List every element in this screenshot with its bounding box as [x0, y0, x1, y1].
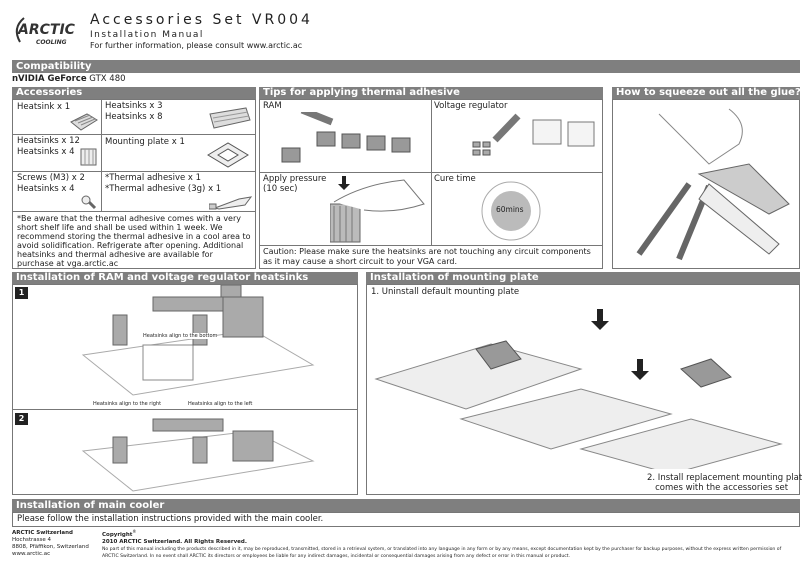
compatibility-heading: Compatibility	[12, 60, 800, 73]
accessory-heatsinks-12: Heatsinks x 12	[17, 136, 80, 146]
align-left-label: Heatsinks align to the left	[188, 401, 253, 407]
tip-pressure-label: Apply pressure(10 sec)	[263, 174, 327, 194]
heatsink-small-icon	[80, 148, 97, 166]
mounting-panel: 1. Uninstall default mounting plate 2. I…	[366, 284, 802, 495]
doc-title: Accessories Set VR004	[90, 12, 313, 28]
ram-illustration	[281, 112, 411, 163]
accessory-overlay-text: Heatsinks x 4	[17, 184, 75, 194]
mounting-plate-icon	[207, 142, 249, 168]
heatsink-large-icon	[209, 107, 251, 129]
step-1-badge: 1	[15, 287, 28, 299]
mounting-step1-text: 1. Uninstall default mounting plate	[371, 287, 520, 297]
ram-install-panel: 1 2 Heatsinks align to the bottom Heatsi…	[12, 284, 358, 495]
brand: nVIDIA GeForce	[12, 74, 87, 84]
tip-cure-label: Cure time	[434, 174, 476, 184]
accessory-mounting-plate: Mounting plate x 1	[105, 137, 185, 147]
accessories-table: Heatsink x 1 Heatsinks x 3 Heatsinks x 8…	[12, 99, 256, 269]
main-cooler-text: Please follow the installation instructi…	[17, 514, 324, 524]
doc-subtitle: Installation Manual	[90, 30, 204, 40]
accessory-overlay-text: *Thermal adhesive (3g) x 1	[105, 184, 222, 194]
mounting-step2-text: 2. Install replacement mounting plate co…	[647, 473, 802, 493]
cure-time-value: 60mins	[496, 205, 524, 214]
accessories-heading: Accessories	[12, 87, 256, 99]
tips-panel: RAM Voltage regulator Apply pressure(10 …	[259, 99, 603, 269]
ram-install-heading: Installation of RAM and voltage regulato…	[12, 272, 358, 284]
main-cooler-panel: Please follow the installation instructi…	[12, 512, 800, 527]
compatibility-model: nVIDIA GeForce GTX 480	[12, 74, 126, 85]
screw-icon	[81, 195, 97, 210]
footer-copyright: Copyright®2010 ARCTIC Switzerland. All R…	[102, 529, 782, 559]
svg-text:ARCTIC: ARCTIC	[17, 22, 76, 38]
pliers-squeezing-tube-illustration	[636, 108, 790, 261]
model: GTX 480	[89, 74, 126, 84]
heatsink-icon	[70, 113, 98, 131]
tip-voltage-label: Voltage regulator	[434, 101, 508, 111]
voltage-regulator-illustration	[472, 113, 595, 156]
cooler-mounting-illustration	[374, 309, 783, 469]
accessory-overlay-text: Heatsinks x 4	[17, 147, 75, 157]
align-right-label: Heatsinks align to the right	[93, 401, 162, 407]
squeeze-panel	[612, 99, 800, 269]
ram-heatsink-step2-illustration	[81, 418, 315, 492]
mounting-heading: Installation of mounting plate	[366, 272, 800, 284]
accessory-thermal-adhesive: *Thermal adhesive x 1	[105, 173, 202, 183]
accessory-overlay-text: Heatsinks x 8	[105, 112, 163, 122]
step-2-badge: 2	[15, 413, 28, 425]
ram-heatsink-step1-illustration	[81, 285, 315, 396]
arctic-cooling-logo: ARCTIC COOLING	[15, 17, 76, 46]
doc-info: For further information, please consult …	[90, 41, 303, 50]
accessory-heatsinks-3: Heatsinks x 3	[105, 101, 163, 111]
caution-text: Caution: Please make sure the heatsinks …	[263, 247, 591, 266]
squeeze-heading: How to squeeze out all the glue?	[612, 87, 801, 99]
svg-text:COOLING: COOLING	[36, 39, 67, 46]
accessory-heatsink-1: Heatsink x 1	[17, 102, 71, 112]
adhesive-note: *Be aware that the thermal adhesive come…	[17, 214, 251, 268]
accessory-screws: Screws (M3) x 2	[17, 173, 85, 183]
clock-icon	[481, 181, 541, 241]
tips-heading: Tips for applying thermal adhesive	[259, 87, 603, 99]
tip-ram-label: RAM	[263, 101, 282, 111]
pressure-illustration	[330, 176, 425, 243]
main-cooler-heading: Installation of main cooler	[12, 499, 800, 512]
adhesive-tube-icon	[209, 196, 253, 210]
align-bottom-label: Heatsinks align to the bottom	[143, 333, 218, 339]
